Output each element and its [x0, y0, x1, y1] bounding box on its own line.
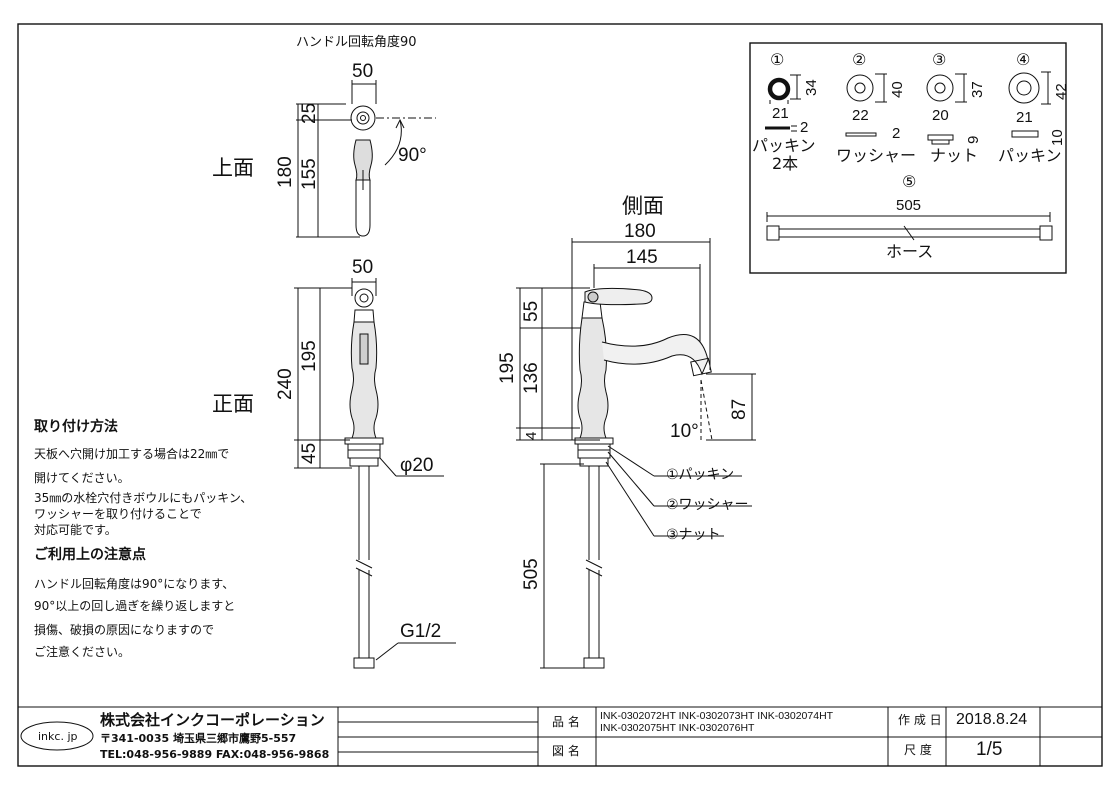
drawing-name-label: 図 名: [552, 744, 580, 758]
product-codes-2: INK-0302075HT INK-0302076HT: [600, 722, 755, 734]
side-dim-195: 195: [497, 352, 518, 384]
date-label: 作 成 日: [898, 713, 942, 727]
part-2-t: 2: [892, 125, 901, 142]
part-5-num: ⑤: [902, 172, 917, 191]
part-4-label: パッキン: [998, 146, 1062, 165]
product-codes-1: INK-0302072HT INK-0302073HT INK-0302074H…: [600, 710, 834, 722]
install-line: 開けてください。: [34, 471, 130, 485]
date-value: 2018.8.24: [956, 711, 1028, 728]
part-3-label: ナット: [930, 146, 979, 165]
side-dim-136: 136: [521, 362, 542, 394]
part-3-t: 9: [965, 135, 982, 144]
side-dim-55: 55: [521, 300, 542, 322]
top-dim-angle: 90°: [398, 145, 427, 166]
part-4-num: ④: [1016, 50, 1031, 69]
part-1-h: 34: [803, 79, 820, 96]
top-dim-155: 155: [299, 158, 320, 190]
part-4-w: 21: [1016, 109, 1033, 126]
top-dim-25: 25: [299, 102, 320, 124]
part-1-w: 21: [772, 105, 789, 122]
part-1-t: 2: [800, 119, 809, 136]
install-line: 35㎜の水栓穴付きボウルにもパッキン、: [34, 491, 253, 505]
front-dim-thread: G1/2: [400, 621, 442, 642]
company-address: 〒341-0035 埼玉県三郷市鷹野5-557: [100, 732, 297, 745]
front-dim-195: 195: [299, 340, 320, 372]
part-2-label: ワッシャー: [836, 146, 917, 165]
part-2-w: 22: [852, 107, 869, 124]
company-logo: inkc. jp: [38, 730, 78, 743]
handle-note: ハンドル回転角度90: [296, 35, 417, 50]
product-label: 品 名: [552, 715, 580, 729]
part-5-label: ホース: [886, 242, 934, 261]
caution-line: 90°以上の回し過ぎを繰り返しますと: [34, 599, 236, 613]
part-5-length: 505: [896, 197, 922, 214]
side-dim-87: 87: [729, 398, 750, 420]
part-3-w: 20: [932, 107, 949, 124]
part-1-sub: 2本: [772, 154, 799, 173]
caution-title: ご利用上の注意点: [34, 547, 146, 563]
company-name: 株式会社インクコーポレーション: [100, 711, 325, 729]
part-1-num: ①: [770, 50, 785, 69]
scale-value: 1/5: [976, 739, 1003, 760]
title-block-lines: [18, 706, 1102, 766]
front-dim-width: 50: [352, 257, 374, 278]
caution-line: 損傷、破損の原因になりますので: [34, 623, 215, 637]
side-view: [516, 238, 756, 669]
front-dim-240: 240: [275, 368, 296, 400]
install-line: 対応可能です。: [34, 523, 117, 537]
side-dim-145: 145: [626, 247, 658, 268]
part-2-num: ②: [852, 50, 867, 69]
front-view: [294, 278, 456, 669]
front-dim-phi: φ20: [400, 455, 434, 476]
part-3-num: ③: [932, 50, 947, 69]
install-line: 天板へ穴開け加工する場合は22㎜で: [34, 447, 230, 461]
part-4-h: 42: [1053, 83, 1070, 100]
parts-box: [749, 42, 1067, 274]
side-dim-180: 180: [624, 221, 656, 242]
side-dim-angle: 10°: [670, 421, 699, 442]
callout-packing: ①パッキン: [666, 467, 735, 483]
front-view-title: 正面: [212, 392, 254, 416]
front-dim-45: 45: [299, 442, 320, 464]
caution-line: ご注意ください。: [34, 645, 131, 659]
top-dim-180: 180: [275, 156, 296, 188]
part-4-t: 10: [1049, 129, 1066, 146]
side-view-title: 側面: [622, 194, 664, 218]
parts-drawings: [765, 71, 1053, 241]
top-view-title: 上面: [212, 156, 254, 180]
caution-line: ハンドル回転角度は90°になります、: [34, 577, 235, 591]
top-view: [296, 80, 436, 238]
scale-label: 尺 度: [904, 743, 932, 757]
install-title: 取り付け方法: [34, 419, 118, 435]
callout-washer: ②ワッシャー: [666, 497, 749, 513]
company-phone: TEL:048-956-9889 FAX:048-956-9868: [100, 748, 330, 761]
part-3-h: 37: [969, 81, 986, 98]
side-dim-hose: 505: [521, 558, 542, 590]
install-line: ワッシャーを取り付けることで: [34, 507, 202, 521]
frame-border: [17, 23, 1103, 767]
part-2-h: 40: [889, 81, 906, 98]
top-dim-width: 50: [352, 61, 374, 82]
part-1-label: パッキン: [752, 136, 816, 155]
callout-nut: ③ナット: [666, 527, 721, 543]
side-dim-4: 4: [523, 431, 540, 440]
